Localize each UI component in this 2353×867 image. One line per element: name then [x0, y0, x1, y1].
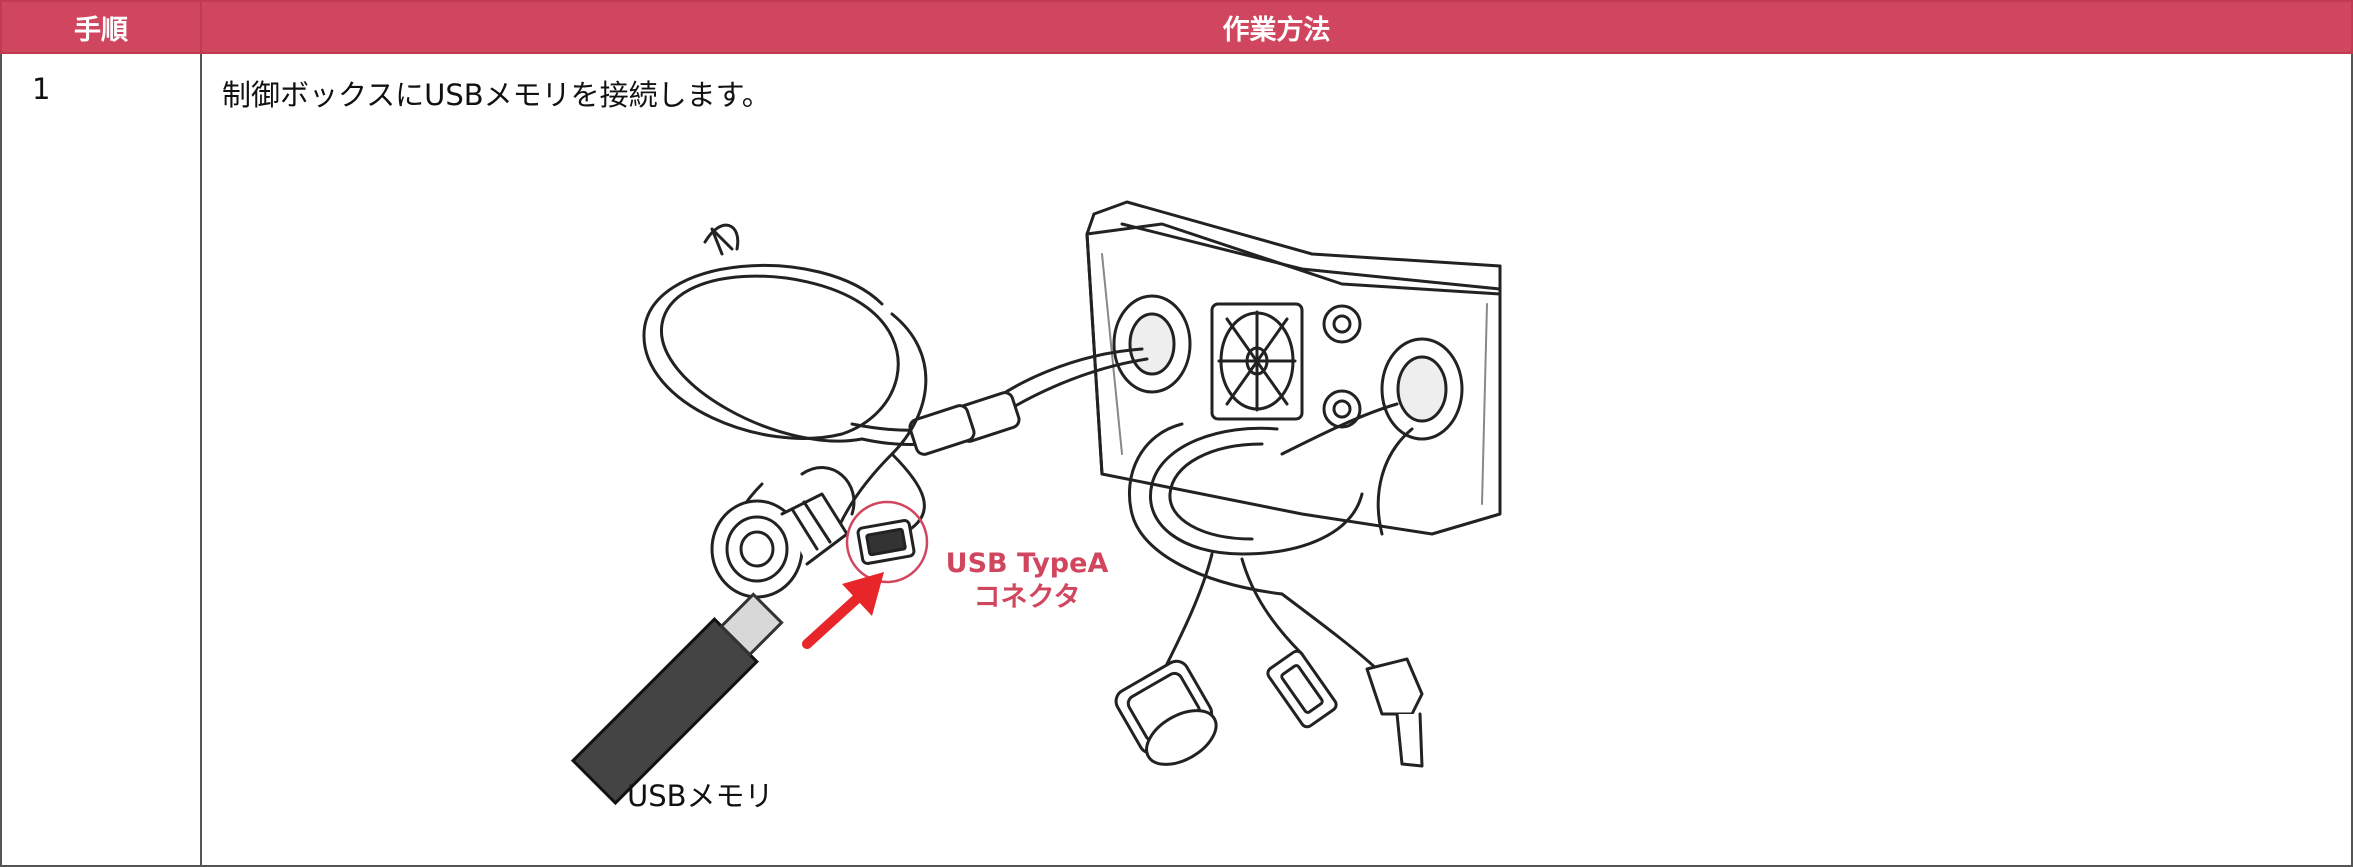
right-cable-bundle — [1114, 402, 1424, 768]
connector-label-line1: USB TypeA — [946, 548, 1109, 579]
connector-label-line2: コネクタ — [974, 582, 1081, 613]
insert-arrow-icon — [802, 572, 884, 649]
usb-memory-label: USBメモリ — [627, 779, 774, 813]
header-step: 手順 — [0, 0, 202, 54]
table-header-row: 手順 作業方法 — [0, 0, 2353, 54]
usb-memory-stick-illustration — [570, 592, 784, 806]
method-cell: 制御ボックスにUSBメモリを接続します。 — [200, 52, 2353, 867]
table-row: 1 制御ボックスにUSBメモリを接続します。 — [0, 52, 2353, 867]
step-number: 1 — [32, 72, 51, 106]
connector-highlight-circle — [845, 500, 929, 584]
left-cable-bundle — [642, 223, 1149, 599]
header-method: 作業方法 — [200, 0, 2353, 54]
control-box-illustration — [1085, 200, 1502, 536]
step-number-cell: 1 — [0, 52, 202, 867]
step-instruction: 制御ボックスにUSBメモリを接続します。 — [222, 78, 771, 112]
usb-connection-illustration: USB TypeA コネクタ USBメモリ — [570, 200, 1502, 813]
